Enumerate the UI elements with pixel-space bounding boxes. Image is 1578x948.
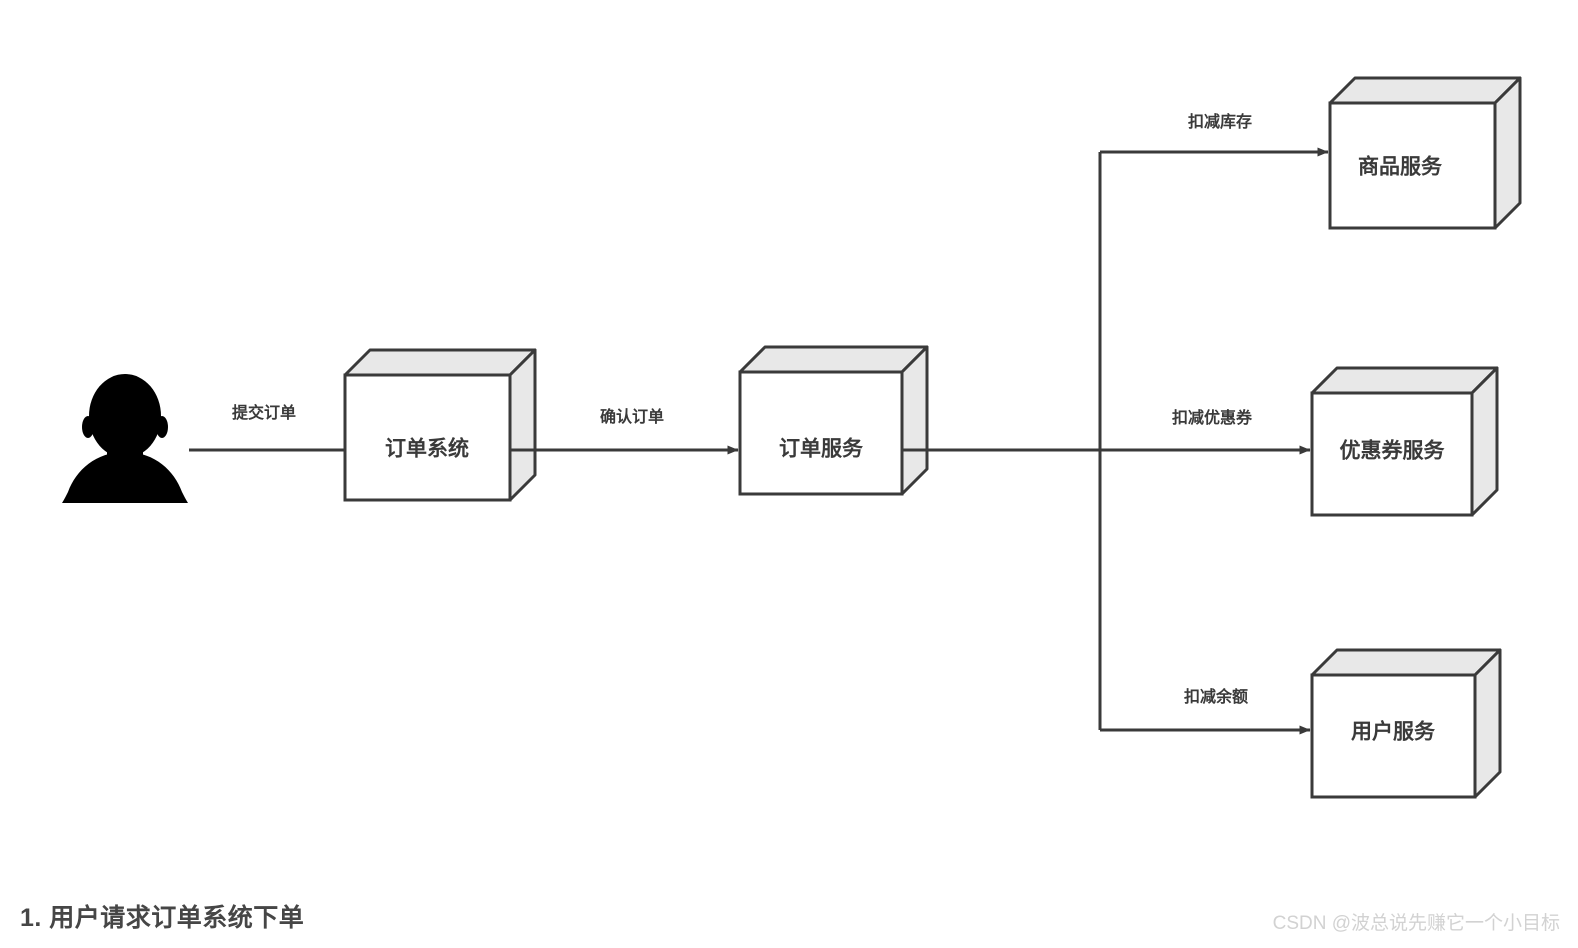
node-order-system-front — [343, 373, 512, 502]
node-product-service-side — [1493, 76, 1522, 230]
node-coupon-service-label: 优惠券服务 — [1340, 439, 1446, 463]
node-order-system-top — [343, 348, 537, 377]
edge-deduct-coupon: 扣减优惠券 — [1100, 408, 1311, 455]
node-product-service-top — [1328, 76, 1522, 105]
edge-confirm-order-label: 确认订单 — [600, 407, 664, 426]
node-coupon-service-top — [1310, 366, 1499, 395]
edge-deduct-balance: 扣减余额 — [1100, 687, 1311, 735]
edge-deduct-stock-label: 扣减库存 — [1188, 112, 1252, 131]
node-coupon-service-side — [1470, 366, 1499, 517]
node-order-service[interactable]: 订单服务 — [738, 345, 929, 496]
edge-deduct-coupon-label: 扣减优惠券 — [1172, 408, 1253, 427]
node-product-service-front — [1328, 101, 1497, 230]
node-order-system[interactable]: 订单系统 — [343, 348, 537, 502]
edge-submit-order-label: 提交订单 — [232, 403, 296, 422]
node-order-system-side — [508, 348, 537, 502]
node-coupon-service-front — [1310, 391, 1474, 517]
edge-deduct-balance-label: 扣减余额 — [1184, 687, 1248, 706]
edge-submit-order: 提交订单 — [189, 403, 345, 452]
node-user-service-side — [1473, 648, 1502, 799]
node-product-service-label: 商品服务 — [1358, 155, 1443, 179]
node-order-system-label: 订单系统 — [385, 437, 469, 461]
csdn-watermark: CSDN @波总说先赚它一个小目标 — [1272, 913, 1560, 934]
node-coupon-service[interactable]: 优惠券服务 — [1310, 366, 1499, 517]
edge-confirm-order: 确认订单 — [510, 407, 739, 455]
figure-caption: 1. 用户请求订单系统下单 — [20, 904, 305, 932]
edge-deduct-stock: 扣减库存 — [1100, 112, 1329, 157]
node-user-service-label: 用户服务 — [1351, 720, 1436, 744]
node-order-service-front — [738, 370, 904, 496]
node-user-service-top — [1310, 648, 1502, 677]
user-silhouette-icon — [62, 374, 188, 503]
fanout-trunk — [902, 152, 1102, 730]
node-order-service-label: 订单服务 — [779, 437, 864, 461]
node-user-service-front — [1310, 673, 1477, 799]
node-order-service-top — [738, 345, 929, 374]
node-user-service[interactable]: 用户服务 — [1310, 648, 1502, 799]
node-product-service[interactable]: 商品服务 — [1328, 76, 1522, 230]
node-order-service-side — [900, 345, 929, 496]
user-actor — [62, 374, 188, 503]
